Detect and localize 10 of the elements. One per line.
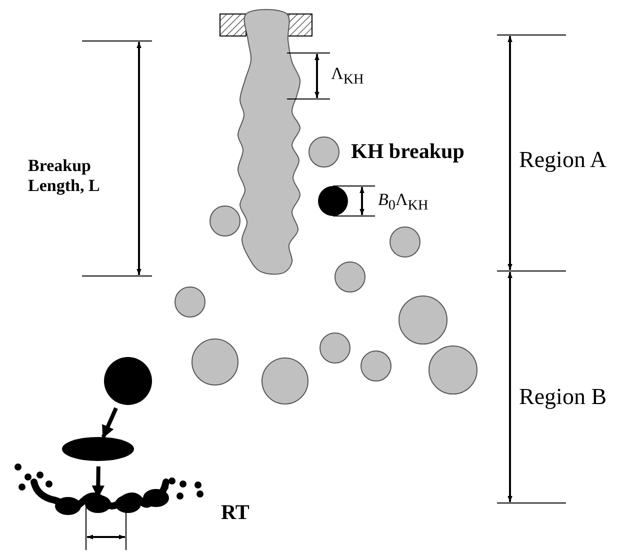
- droplet-drawing: [62, 437, 134, 461]
- region-label: RT: [221, 500, 250, 524]
- arrow: [101, 407, 118, 438]
- region-label: KH breakup: [351, 139, 464, 164]
- symbol-label: Λ$_{KH}$: [331, 64, 364, 88]
- dimension-label: Breakup Length, L: [28, 156, 101, 196]
- symbol-label: B$_{0}$Λ$_{KH}$: [378, 190, 428, 214]
- region-label: Region A: [519, 147, 607, 174]
- droplet-drawing: [104, 357, 152, 405]
- region-label: Region B: [519, 384, 607, 410]
